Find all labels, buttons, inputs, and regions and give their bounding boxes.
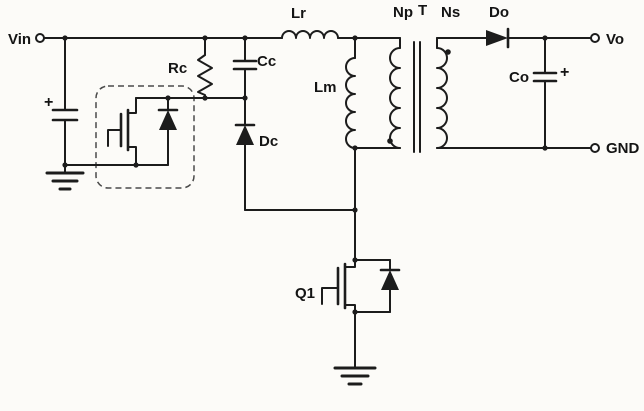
mosfet-drain-lead: [127, 97, 137, 114]
primary-polarity-dot: [387, 138, 393, 144]
vin-terminal-circle: [35, 33, 45, 43]
q1-body-diode-symbol: [379, 259, 401, 313]
mosfet-gate-lead: [321, 287, 339, 305]
junction-dot: [165, 95, 171, 101]
secondary-polarity-dot: [445, 49, 451, 55]
capacitor-cc: Cc: [232, 35, 276, 101]
mosfet-drain-lead: [344, 259, 356, 268]
inductor-lr: Lr: [281, 5, 339, 39]
diode-triangle: [159, 110, 177, 130]
clamp-dashed-box: [95, 85, 195, 189]
inductor-coil: [345, 57, 356, 149]
cc-label: Cc: [257, 53, 276, 70]
junction-dot: [62, 162, 68, 168]
diode-triangle: [381, 270, 399, 290]
junction-dot: [202, 95, 208, 101]
gnd-label: GND: [606, 140, 640, 157]
rc-label: Rc: [168, 60, 187, 77]
mosfet-gate-lead: [107, 129, 122, 147]
junction-dot: [133, 162, 139, 168]
co-label: Co: [509, 69, 529, 86]
output-terminal-vo: Vo: [590, 31, 624, 48]
vo-terminal-circle: [590, 33, 600, 43]
lr-label: Lr: [291, 5, 306, 22]
ground-terminal: GND: [590, 140, 640, 157]
mosfet-q1: Q1: [295, 257, 401, 315]
input-cap-plus-sign: +: [44, 94, 53, 111]
dc-label: Dc: [259, 133, 278, 150]
co-plus-sign: +: [560, 64, 569, 81]
do-label: Do: [489, 4, 509, 21]
np-label: Np: [393, 4, 413, 21]
clamp-mosfet-symbol: [107, 97, 137, 166]
transformer: Np T Ns: [387, 2, 460, 153]
clamp-switch-block: [62, 85, 246, 189]
t-label: T: [418, 2, 427, 19]
q1-label: Q1: [295, 285, 315, 302]
input-capacitor: +: [44, 35, 79, 174]
input-terminal-vin: Vin: [8, 31, 45, 48]
lm-label: Lm: [314, 79, 337, 96]
q1-mosfet-symbol: [321, 259, 356, 313]
inductor-lm: Lm: [314, 35, 358, 149]
capacitor-co: Co +: [509, 35, 569, 151]
ground-symbol-left: [45, 171, 85, 191]
vin-label: Vin: [8, 31, 31, 48]
inductor-coil: [281, 30, 339, 39]
diode-dc: Dc: [234, 97, 278, 211]
clamp-body-diode-symbol: [157, 97, 179, 166]
junction-dot: [542, 145, 548, 151]
diode-triangle: [236, 125, 254, 145]
secondary-winding: [436, 47, 448, 149]
mosfet-source-lead: [127, 146, 137, 166]
resistor-zigzag: [197, 54, 213, 99]
ns-label: Ns: [441, 4, 460, 21]
gnd-terminal-circle: [590, 143, 600, 153]
diode-do: Do: [486, 4, 592, 49]
resistor-rc: Rc: [168, 35, 213, 101]
primary-winding: [389, 47, 401, 149]
diode-triangle: [486, 30, 508, 46]
vo-label: Vo: [606, 31, 624, 48]
ground-symbol-bottom: [333, 366, 377, 386]
